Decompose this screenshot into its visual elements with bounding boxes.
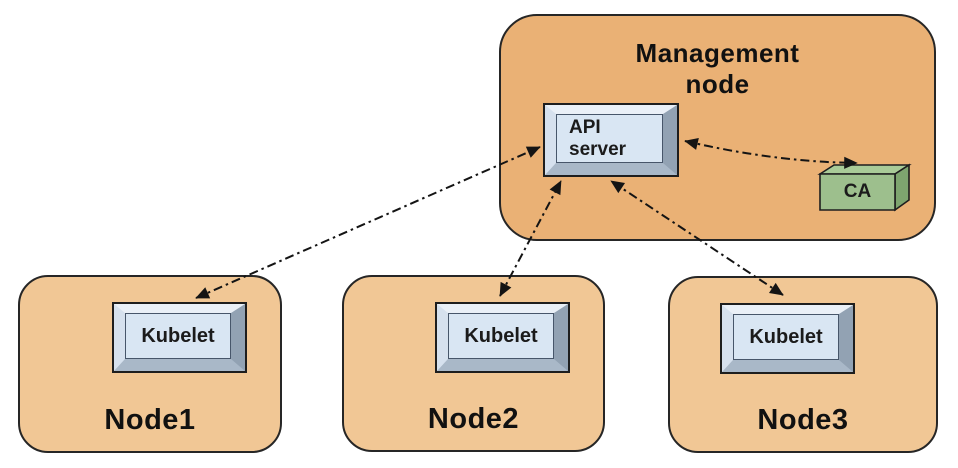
api-server-box-bevel: API server xyxy=(545,105,677,175)
ca-cuboid-side-face xyxy=(894,163,910,212)
kubelet-box-node3: Kubelet xyxy=(720,303,855,374)
ca-cuboid-front-face xyxy=(819,173,896,211)
management-node-title-line2: node xyxy=(685,68,750,99)
api-server-label-text: API server xyxy=(569,117,626,161)
api-server-label: API server xyxy=(556,114,663,163)
management-node-title-line1: Management xyxy=(635,38,800,68)
ca-label: CA xyxy=(843,181,872,202)
node2-label: Node2 xyxy=(427,403,520,435)
management-node-title: Management node xyxy=(501,38,934,99)
api-server-label-line2: server xyxy=(569,138,627,160)
node1-label: Node1 xyxy=(104,404,196,436)
api-server-label-line1: API xyxy=(569,116,601,138)
api-server-box: API server xyxy=(543,103,679,177)
kubelet-label-node1: Kubelet xyxy=(125,313,231,359)
kubelet-box-node2: Kubelet xyxy=(435,302,570,373)
node3-label: Node3 xyxy=(757,404,849,436)
kubelet-box-node1: Kubelet xyxy=(112,302,247,373)
kubelet-label-node2: Kubelet xyxy=(448,313,554,359)
kubelet-label-node3: Kubelet xyxy=(733,314,839,360)
kubelet-box-node2-bevel: Kubelet xyxy=(437,304,568,371)
kubelet-box-node3-bevel: Kubelet xyxy=(722,305,853,372)
kubelet-box-node1-bevel: Kubelet xyxy=(114,304,245,371)
ca-cuboid xyxy=(817,163,912,212)
